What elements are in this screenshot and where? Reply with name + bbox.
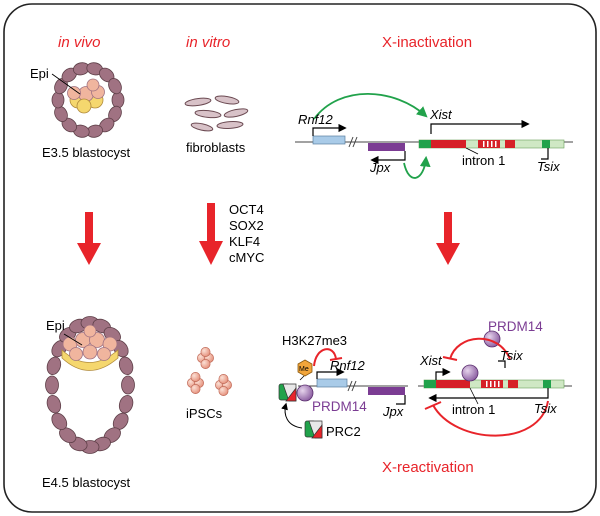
ipsc-colonies [187,347,232,396]
trophectoderm-cell [121,375,135,395]
fibroblasts-label: fibroblasts [186,140,246,155]
jpx-label-top: Jpx [369,160,391,175]
blastocyst-e35-illustration [51,62,125,138]
trophectoderm-cell [51,412,68,431]
tsix-label-lower: Tsix [534,401,557,416]
epi-pointer-top [51,73,81,95]
xist-label-top: Xist [429,107,453,122]
trophectoderm-cell [111,91,125,109]
blastocyst-e35-label: E3.5 blastocyst [42,145,131,160]
epi-label-bottom: Epi [46,318,65,333]
rnf12-label-top: Rnf12 [298,112,333,127]
factor-cmyc: cMYC [229,250,264,265]
factor-oct4: OCT4 [229,202,264,217]
xist-label-bottom: Xist [419,353,443,368]
trophectoderm-cell [46,356,62,375]
factor-sox2: SOX2 [229,218,264,233]
x-inactivation-locus [295,92,573,179]
epi-label-top: Epi [30,66,49,81]
trophectoderm-cell [108,78,122,95]
blastocyst-e45-label: E4.5 blastocyst [42,475,131,490]
tsix-label-top: Tsix [537,159,560,174]
header-x-reactivation: X-reactivation [382,459,474,476]
prdm14-label-right: PRDM14 [488,319,543,334]
trophectoderm-cell [118,356,134,375]
rnf12-label-bottom: Rnf12 [330,358,365,373]
ipscs-label: iPSCs [186,406,223,421]
factor-klf4: KLF4 [229,234,260,249]
intron-label-top: intron 1 [462,153,505,168]
prdm14-label-left: PRDM14 [312,399,367,414]
x-reactivation-right-locus [418,330,572,437]
prc2-label: PRC2 [326,424,361,439]
header-in-vivo: in vivo [58,34,101,51]
blastocyst-e45-illustration [45,316,135,454]
header-in-vitro: in vitro [186,34,230,51]
fibroblast-cells [184,95,249,132]
intron-label-bottom: intron 1 [452,402,495,417]
x-reactivation-left-locus [278,348,408,439]
epi-pointer-bottom [63,333,83,346]
header-x-inactivation: X-inactivation [382,34,472,51]
trophectoderm-cell [45,375,59,395]
h3k27me3-label: H3K27me3 [282,333,347,348]
red-transition-arrows [77,203,460,265]
jpx-label-bottom: Jpx [382,404,404,419]
trophectoderm-cell [46,395,62,414]
trophectoderm-cell [51,91,65,109]
trophectoderm-cell [118,395,134,414]
tsix-label-upper: Tsix [500,348,523,363]
me-label: Me [299,366,309,373]
